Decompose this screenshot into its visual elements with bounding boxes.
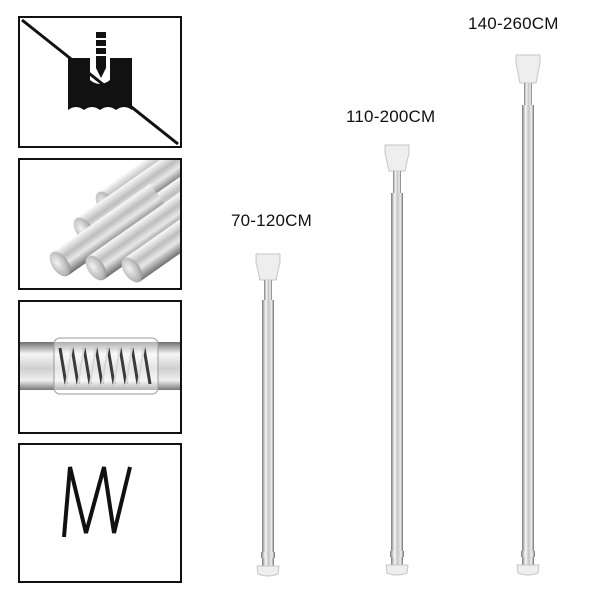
steel-tubes-icon [49, 160, 180, 283]
steel-tubes-panel [18, 158, 182, 290]
rod-size-label-medium: 110-200CM [346, 107, 436, 126]
tension-rod-medium [383, 143, 411, 579]
zigzag-spring-icon [62, 466, 132, 538]
tension-rod-small [254, 252, 282, 580]
spring-icon [20, 337, 180, 395]
rod-size-label-large: 140-260CM [468, 14, 559, 33]
rod-size-label-small: 70-120CM [231, 211, 312, 230]
spring-panel [18, 300, 182, 434]
no-drilling-icon [21, 18, 179, 146]
tension-rod-large [514, 53, 542, 579]
no-drilling-panel [18, 16, 182, 148]
zigzag-spring-panel [18, 443, 182, 583]
